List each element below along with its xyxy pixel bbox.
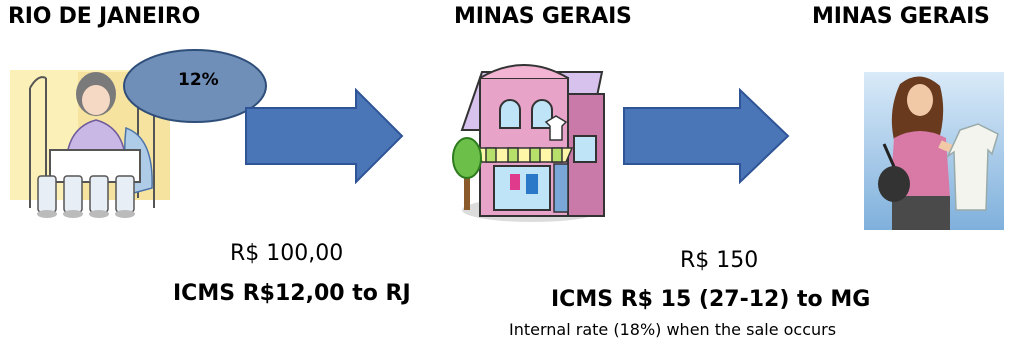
- reseller-state-title: MINAS GERAIS: [454, 4, 632, 29]
- shopper-icon: [864, 72, 1004, 230]
- second-sale-icms: ICMS R$ 15 (27-12) to MG: [551, 287, 871, 312]
- consumer-state-title: MINAS GERAIS: [812, 4, 990, 29]
- origin-state-title: RIO DE JANEIRO: [8, 4, 201, 29]
- interstate-rate-label: 12%: [178, 70, 219, 90]
- rate-bubble: [123, 49, 267, 123]
- arrow-right-icon: [245, 88, 404, 184]
- internal-rate-note: Internal rate (18%) when the sale occurs: [509, 320, 837, 339]
- arrow-right-icon: [623, 88, 790, 184]
- second-sale-price: R$ 150: [680, 248, 759, 273]
- clothing-store-icon: [452, 64, 605, 222]
- first-sale-price: R$ 100,00: [230, 241, 344, 266]
- first-sale-icms: ICMS R$12,00 to RJ: [173, 281, 411, 306]
